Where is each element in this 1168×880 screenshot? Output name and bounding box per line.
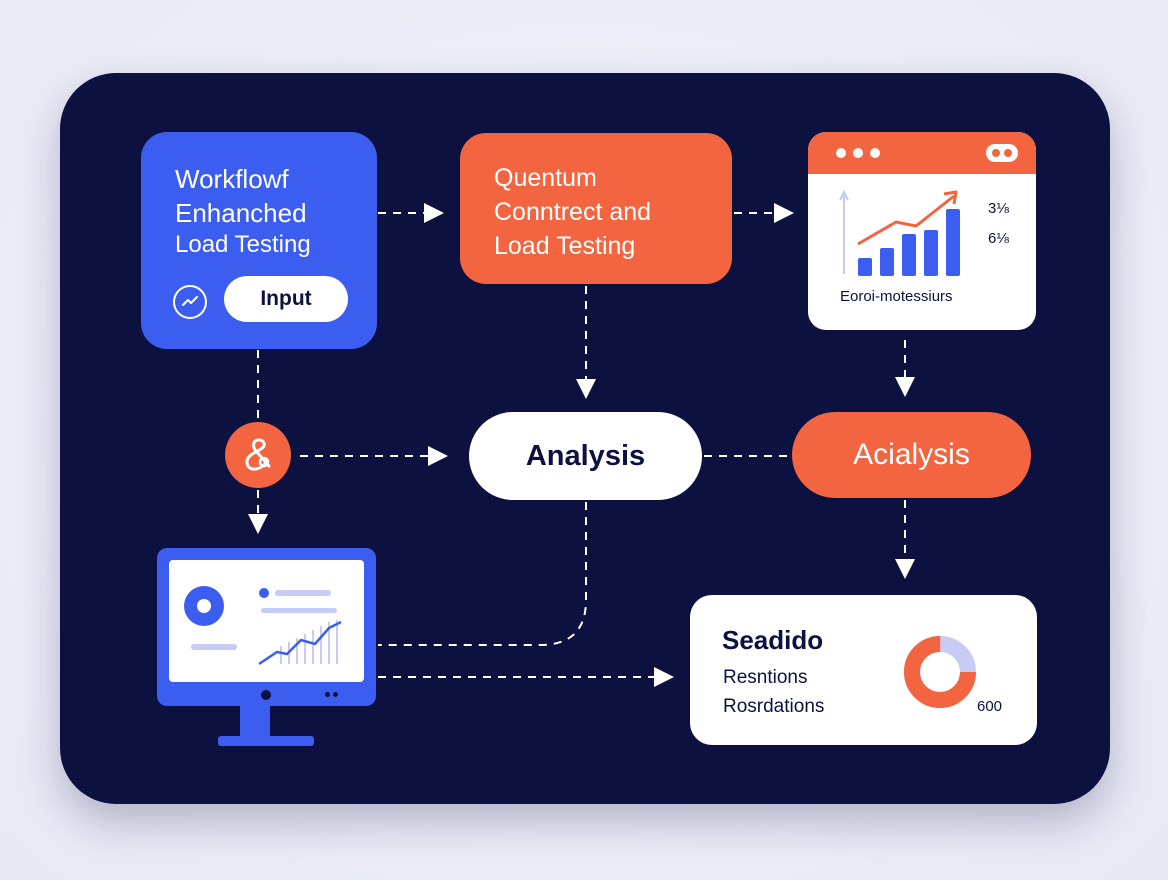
quantum-title-line-3: Load Testing <box>494 232 636 260</box>
donut-chart <box>904 636 976 708</box>
acialysis-node[interactable]: Acialysis <box>792 412 1031 498</box>
monitor-indicator-icon <box>333 692 338 697</box>
window-dot-icon <box>853 148 863 158</box>
trend-icon <box>173 285 207 319</box>
monitor-power-icon <box>261 690 271 700</box>
quantum-title-line-2: Conntrect and <box>494 198 652 226</box>
metric-value-1: 3⅛ <box>988 200 1009 217</box>
mini-bar <box>924 230 938 276</box>
results-title: Seadido <box>722 625 824 655</box>
monitor-stand <box>240 706 270 740</box>
workflow-title-line-1: Workflowf <box>175 164 289 194</box>
dashboard-sparkbars <box>280 620 338 664</box>
mini-bar <box>858 258 872 276</box>
trend-arrow-icon <box>943 190 958 205</box>
input-button[interactable]: Input <box>224 276 348 322</box>
mini-chart-axis-arrow <box>839 189 849 201</box>
ampersand-icon <box>245 438 271 471</box>
dashboard-trend-line <box>258 620 342 666</box>
window-dot-icon <box>870 148 880 158</box>
dashboard-line-placeholder <box>261 608 337 613</box>
chart-caption: Eoroi-motessiurs <box>840 288 953 305</box>
results-line-1: Resntions <box>723 667 808 688</box>
analysis-node[interactable]: Analysis <box>469 412 702 500</box>
dashboard-bar-placeholder <box>191 644 237 650</box>
window-toggle-icon <box>986 144 1018 162</box>
monitor-screen <box>169 560 364 682</box>
trend-line <box>857 194 955 246</box>
monitor-base <box>218 736 314 746</box>
quantum-node[interactable]: Quentum Conntrect and Load Testing <box>460 133 732 284</box>
window-dot-icon <box>836 148 846 158</box>
chart-window[interactable]: 3⅛ 6⅛ Eoroi-motessiurs <box>808 132 1036 330</box>
mini-bar-chart <box>839 189 960 276</box>
monitor-indicator-icon <box>325 692 330 697</box>
workflow-title-line-3: Load Testing <box>175 231 311 258</box>
dashboard-line-placeholder <box>275 590 331 596</box>
mini-bar <box>902 234 916 276</box>
monitor-illustration <box>157 548 376 706</box>
metric-value-2: 6⅛ <box>988 230 1009 247</box>
dashboard-graphic <box>184 586 342 666</box>
hub-node[interactable] <box>225 422 291 488</box>
quantum-title-line-1: Quentum <box>494 164 597 192</box>
workflow-title-line-2: Enhanched <box>175 198 307 228</box>
dashboard-dot-icon <box>259 588 269 598</box>
window-title-bar <box>808 132 1036 174</box>
results-value: 600 <box>977 698 1003 715</box>
results-line-2: Rosrdations <box>723 696 825 717</box>
mini-bar <box>880 248 894 276</box>
mini-bar <box>946 209 960 276</box>
donut-segment <box>904 636 976 708</box>
results-card[interactable]: Seadido Resntions Rosrdations 600 <box>690 595 1037 745</box>
